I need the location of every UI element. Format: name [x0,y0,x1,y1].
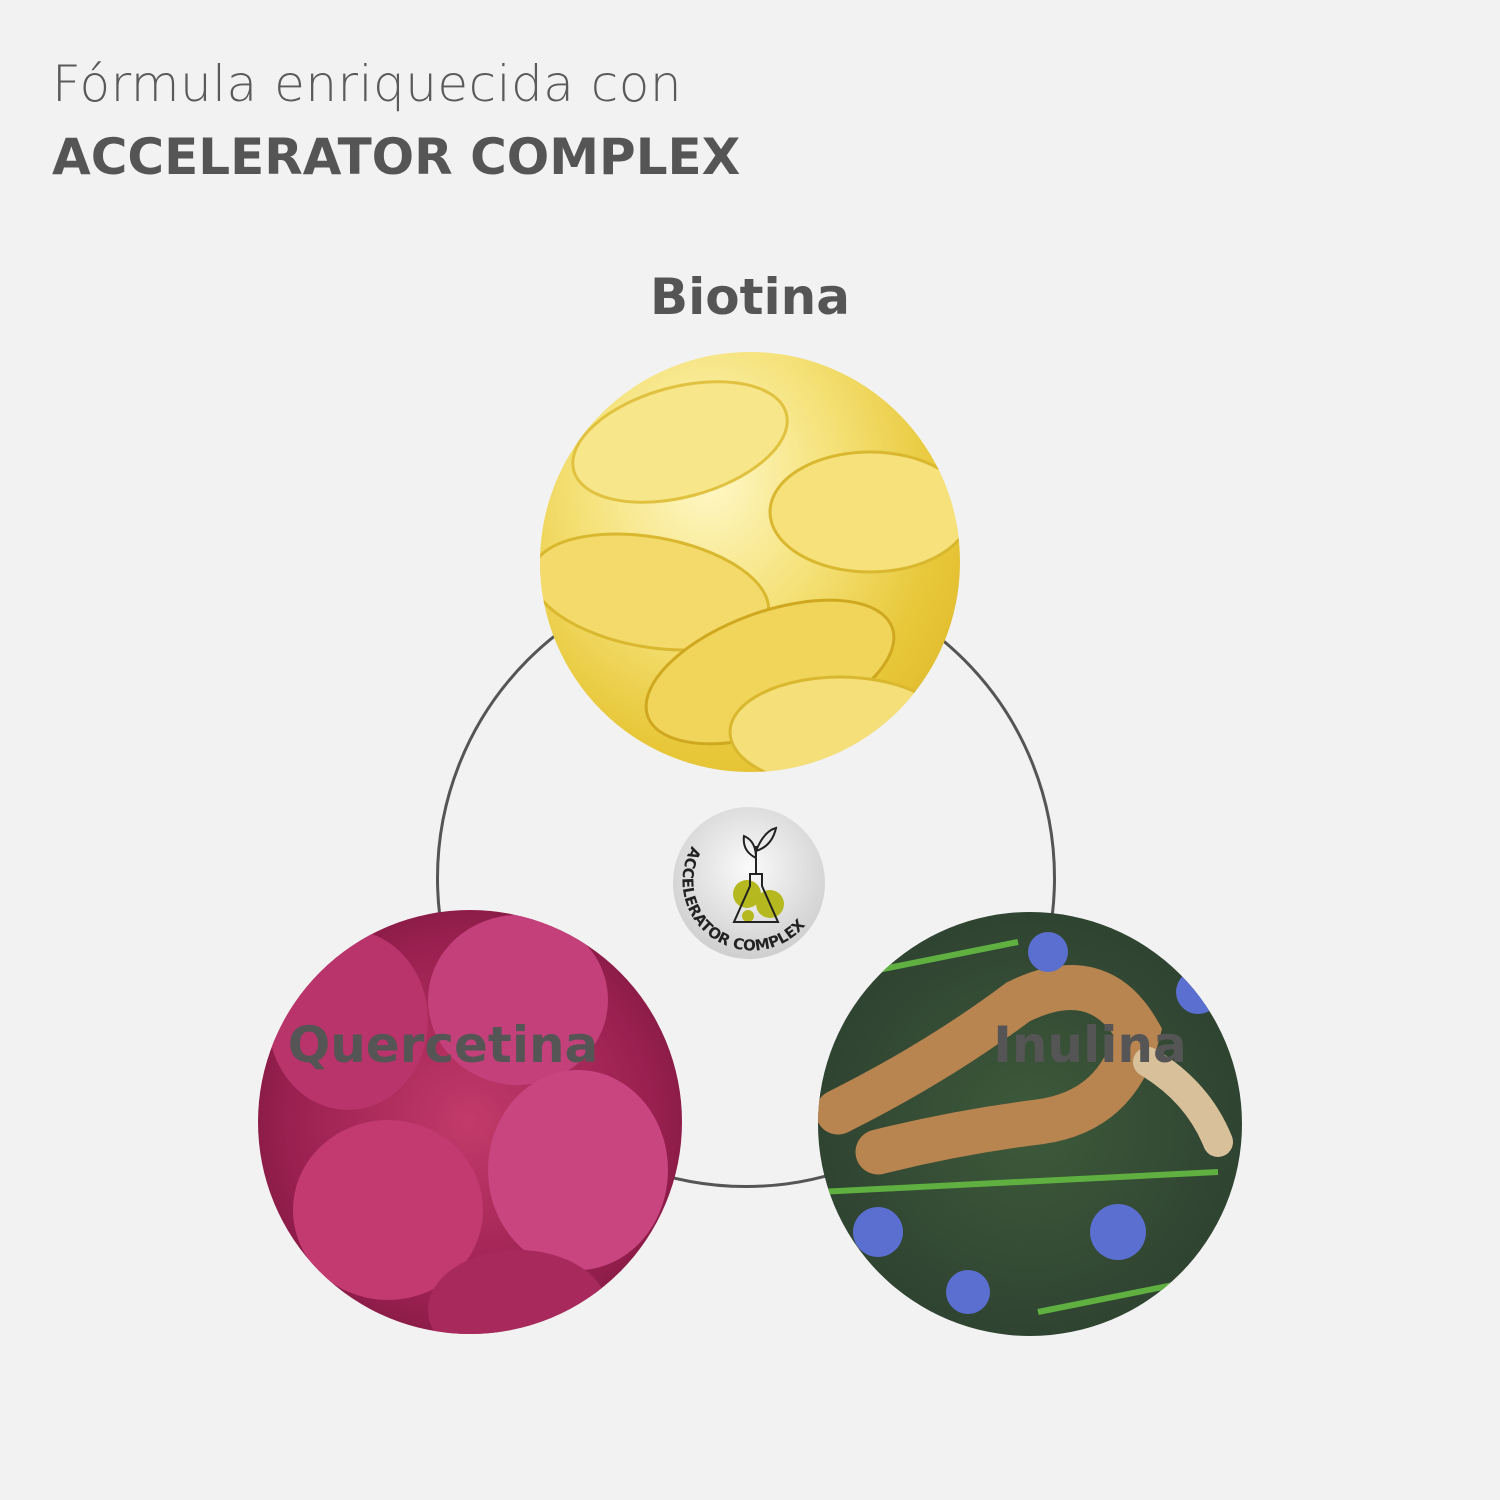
title-line-1: Fórmula enriquecida con [52,55,683,113]
label-quercetina: Quercetina [287,1016,599,1074]
label-biotina: Biotina [650,268,850,326]
accelerator-complex-badge: ACCELERATOR COMPLEX [673,807,825,959]
title-line-2: ACCELERATOR COMPLEX [52,128,741,186]
label-inulina: Inulina [993,1016,1187,1074]
biotina-image [540,352,960,772]
quercetina-image [258,910,682,1334]
inulina-image [818,912,1242,1336]
